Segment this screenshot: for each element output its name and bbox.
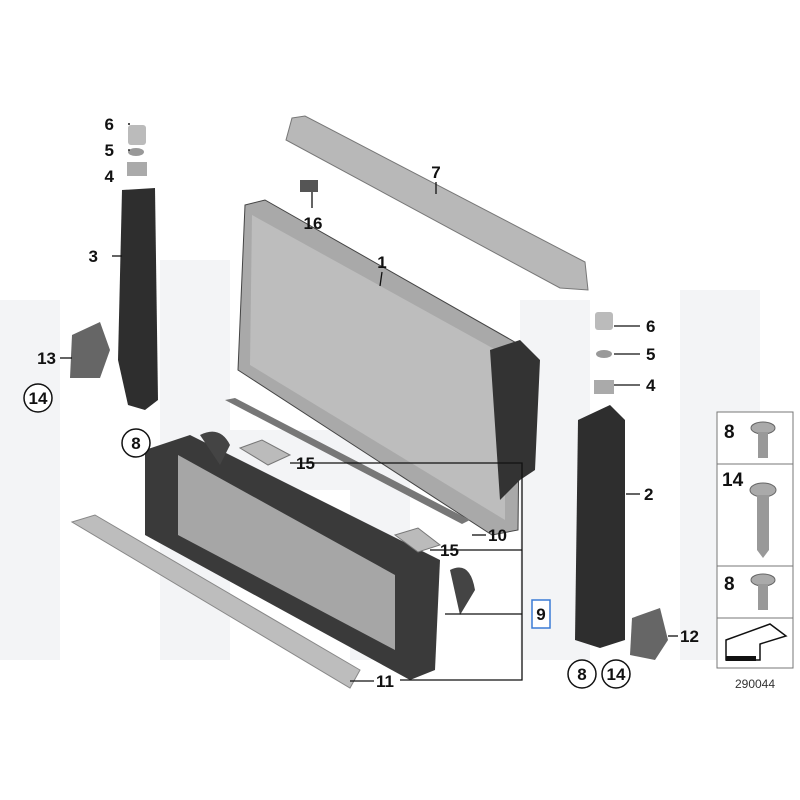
- callout-11[interactable]: 11: [376, 672, 394, 691]
- seal-strip-part-10[interactable]: [225, 398, 470, 524]
- callout-1[interactable]: 1: [377, 253, 386, 272]
- callout-8b-circled[interactable]: 8: [577, 665, 586, 684]
- bracket-part-12[interactable]: [630, 608, 668, 660]
- callouts: 6 5 4 3 13 14 8 16 7 1 6 5 4 2 15 15 10 …: [23, 115, 699, 691]
- callout-10[interactable]: 10: [488, 526, 507, 545]
- callout-6[interactable]: 6: [105, 115, 114, 134]
- legend-label-8b: 8: [724, 574, 735, 595]
- direction-arrow-icon: [725, 623, 788, 661]
- callout-2[interactable]: 2: [644, 485, 653, 504]
- callout-13[interactable]: 13: [37, 349, 56, 368]
- diagram-id: 290044: [735, 677, 775, 691]
- callout-6b[interactable]: 6: [646, 317, 655, 336]
- callout-4[interactable]: 4: [105, 167, 115, 186]
- intercooler-part-9[interactable]: [145, 431, 475, 680]
- long-screw-icon: [749, 482, 777, 558]
- callout-9-boxed[interactable]: 9: [536, 605, 545, 624]
- callout-15b[interactable]: 15: [440, 541, 459, 560]
- left-bracket-part-3[interactable]: [118, 125, 158, 410]
- bracket-part-13[interactable]: [70, 322, 110, 378]
- legend-label-14: 14: [722, 470, 744, 491]
- upper-cover-part-7[interactable]: [285, 115, 589, 291]
- callout-5[interactable]: 5: [105, 141, 114, 160]
- callout-14-circled[interactable]: 14: [29, 389, 48, 408]
- callout-3[interactable]: 3: [89, 247, 98, 266]
- leader-lines: [60, 123, 678, 682]
- callout-15a[interactable]: 15: [296, 454, 315, 473]
- callout-4b[interactable]: 4: [646, 376, 656, 395]
- callout-16[interactable]: 16: [304, 214, 323, 233]
- right-bracket-part-2[interactable]: [575, 312, 625, 648]
- callout-12[interactable]: 12: [680, 627, 699, 646]
- fastener-legend: 8 14 8 290044: [716, 411, 794, 691]
- legend-label-8: 8: [724, 422, 735, 443]
- air-duct-part-11[interactable]: [70, 514, 361, 689]
- callout-7[interactable]: 7: [431, 163, 440, 182]
- radiator-part-1[interactable]: [237, 180, 540, 536]
- bracket-part-15-upper[interactable]: [238, 439, 292, 466]
- short-screw-icon: [750, 573, 776, 610]
- callout-14b-circled[interactable]: 14: [607, 665, 626, 684]
- bracket-part-15-lower[interactable]: [393, 527, 442, 553]
- callout-5b[interactable]: 5: [646, 345, 655, 364]
- bolt-part-6[interactable]: [128, 125, 146, 145]
- callout-8-circled[interactable]: 8: [131, 434, 140, 453]
- short-screw-icon: [750, 421, 776, 458]
